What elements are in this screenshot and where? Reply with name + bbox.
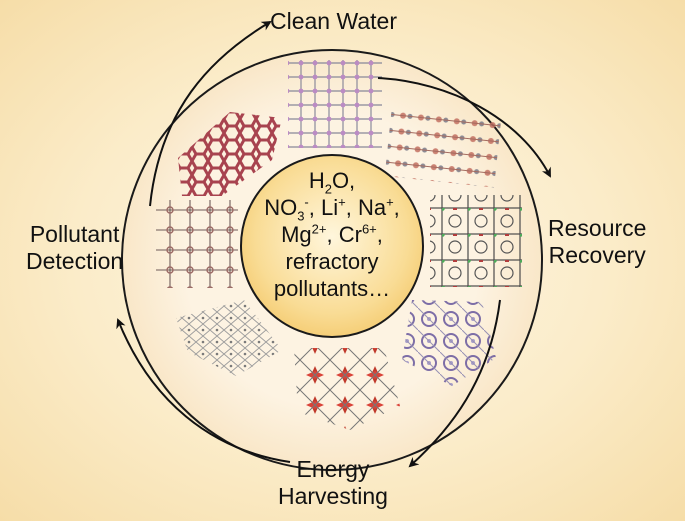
- arrow-to-pollutant-detection: [116, 318, 291, 463]
- structure-green-grid: [430, 195, 522, 287]
- structure-red-hexagonal: [178, 112, 282, 196]
- label-energy-harvesting-line2: Harvesting: [278, 483, 388, 509]
- cycle-arrows: [116, 20, 551, 468]
- center-line-ions: NO3-, Li+, Na+,: [264, 194, 400, 224]
- center-line-water: H2O,: [308, 168, 356, 197]
- structure-top-gray-grid: [288, 60, 382, 148]
- label-clean-water-text: Clean Water: [270, 8, 397, 34]
- label-energy-harvesting: Energy Harvesting: [278, 456, 388, 510]
- label-resource-recovery-line2: Recovery: [548, 242, 646, 268]
- arrow-to-clean-water: [149, 20, 272, 207]
- label-pollutant-detection-line2: Detection: [26, 248, 124, 274]
- structure-red-stars: [294, 348, 400, 430]
- arrow-to-energy-harvesting: [408, 299, 501, 468]
- center-text: H2O, NO3-, Li+, Na+, Mg2+, Cr6+, refract…: [242, 167, 422, 302]
- arrow-to-resource-recovery: [377, 77, 551, 178]
- label-resource-recovery-line1: Resource: [548, 215, 647, 241]
- center-line-metals: Mg2+, Cr6+,: [281, 221, 383, 247]
- structure-gray-lace: [176, 300, 282, 376]
- center-line-refractory: refractory: [285, 249, 379, 274]
- label-clean-water: Clean Water: [270, 8, 397, 35]
- structure-left-box-grid: [156, 200, 238, 288]
- structure-purple-mesh: [402, 300, 496, 386]
- label-energy-harvesting-line1: Energy: [296, 456, 370, 482]
- label-resource-recovery: Resource Recovery: [548, 215, 646, 269]
- crystal-structures: [156, 60, 522, 430]
- structure-bead-rows: [384, 106, 502, 188]
- label-pollutant-detection-line1: Pollutant: [29, 221, 120, 247]
- label-pollutant-detection: Pollutant Detection: [26, 221, 123, 275]
- center-circle: [240, 154, 424, 338]
- center-line-pollutants: pollutants…: [273, 276, 391, 301]
